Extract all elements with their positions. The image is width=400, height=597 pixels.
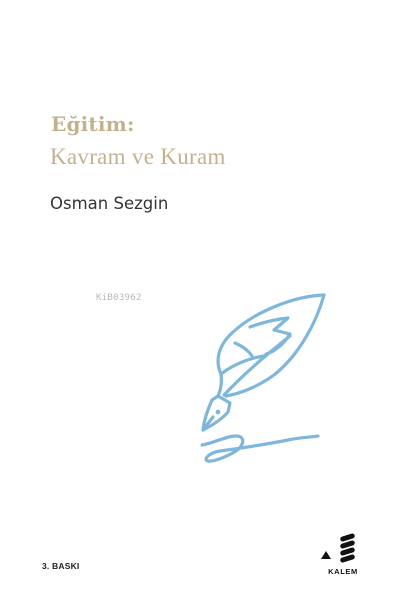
quill-pen-icon (200, 293, 326, 463)
book-title-line1: Eğitim: (51, 112, 135, 136)
publisher-logo: KALEM (320, 531, 366, 579)
watermark-code: KiB03962 (96, 293, 142, 303)
publisher-name: KALEM (328, 567, 358, 576)
author-name: Osman Sezgin (50, 194, 169, 213)
kalem-stacked-logo-icon (321, 533, 355, 563)
edition-label: 3. BASKI (42, 561, 80, 571)
book-title-line2: Kavram ve Kuram (50, 144, 226, 169)
